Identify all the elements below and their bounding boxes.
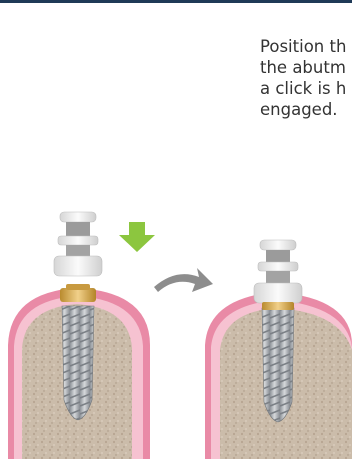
implant [262,308,294,422]
abutment-cap [54,212,102,276]
step-after-engagement [205,240,352,459]
curved-arrow-icon [154,268,213,292]
implant [62,306,94,420]
push-arrow-icon [119,222,155,252]
abutment-base [262,302,294,310]
step-before-engagement [8,212,155,459]
abutment-base [60,288,96,302]
abutment-cap [254,240,302,303]
